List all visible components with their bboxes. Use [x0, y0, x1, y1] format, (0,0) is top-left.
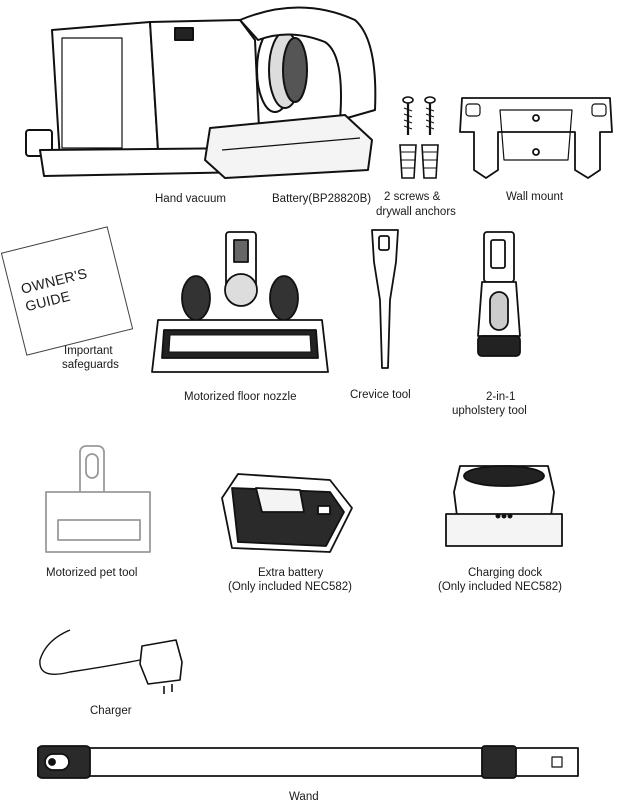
label-screws-line2: drywall anchors: [376, 206, 456, 218]
label-upholstery-line2: upholstery tool: [452, 405, 527, 417]
label-hand-vacuum: Hand vacuum: [155, 193, 226, 205]
label-upholstery-line1: 2-in-1: [486, 391, 516, 403]
label-safeguards-line2: safeguards: [62, 359, 119, 371]
label-pet-tool: Motorized pet tool: [46, 567, 138, 579]
label-crevice-tool: Crevice tool: [350, 389, 411, 401]
label-wand: Wand: [289, 791, 319, 803]
label-extra-battery-line1: Extra battery: [258, 567, 324, 579]
label-charger: Charger: [90, 705, 132, 717]
label-floor-nozzle: Motorized floor nozzle: [184, 391, 297, 403]
label-charging-dock-line2: (Only included NEC582): [438, 581, 563, 593]
label-extra-battery-line2: (Only included NEC582): [228, 581, 353, 593]
label-wall-mount: Wall mount: [506, 191, 564, 203]
label-battery: Battery(BP28820B): [272, 193, 372, 205]
label-charging-dock-line1: Charging dock: [468, 567, 543, 579]
label-screws-line1: 2 screws &: [384, 191, 441, 203]
owners-guide-title: OWNER'S GUIDE: [19, 264, 89, 315]
label-safeguards-line1: Important: [64, 345, 113, 357]
